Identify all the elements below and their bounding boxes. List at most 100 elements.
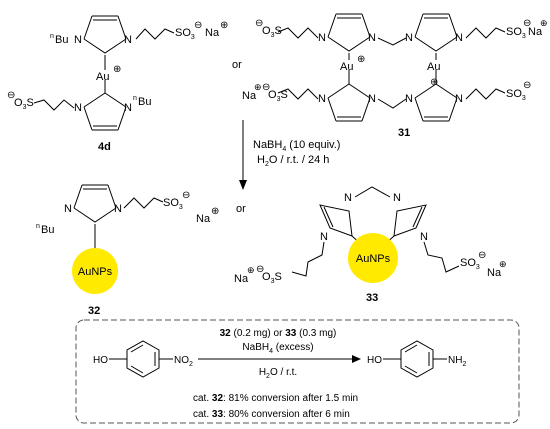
positive-charge: ⊕ xyxy=(247,265,255,275)
nbu-prefix: n xyxy=(36,223,40,230)
methylene-bridge xyxy=(354,186,391,198)
butyl-label: Bu xyxy=(138,96,151,108)
imidazole-ring xyxy=(73,184,117,223)
nbu-prefix: n xyxy=(133,95,137,102)
or-text: or xyxy=(236,203,246,215)
negative-charge: ⊖ xyxy=(7,90,15,101)
positive-charge: ⊕ xyxy=(113,64,121,75)
imidazole-ring-top xyxy=(83,15,127,54)
propyl-chain xyxy=(291,241,325,277)
propyl-chain xyxy=(135,28,175,40)
compound-31: N N N N ⊖ O3S SO3 ⊖ Na ⊕ Au Au ⊕ ⊕ N N N… xyxy=(242,13,548,139)
sodium-label: Na xyxy=(205,27,220,39)
n-atom: N xyxy=(368,32,376,44)
positive-charge: ⊕ xyxy=(357,54,365,65)
gold-atom: Au xyxy=(340,61,353,73)
methylene-bridge xyxy=(377,98,407,109)
gold-nanoparticle xyxy=(72,248,118,294)
aminophenol-structure: HO NH2 xyxy=(367,340,466,378)
n-atom: N xyxy=(320,231,328,243)
n-atom: N xyxy=(455,93,463,105)
n-atom: N xyxy=(64,203,72,215)
negative-charge: ⊖ xyxy=(194,20,202,31)
n-atom: N xyxy=(74,102,82,114)
propyl-chain xyxy=(465,27,506,39)
propyl-chain xyxy=(277,27,319,39)
compound-label-32: 32 xyxy=(88,305,100,317)
sulfonate-label: SO3 xyxy=(163,197,183,211)
n-atom: N xyxy=(368,93,376,105)
n-atom: N xyxy=(318,93,326,105)
propyl-chain xyxy=(123,197,164,209)
positive-charge: ⊕ xyxy=(220,20,228,31)
butyl-label: Bu xyxy=(41,224,54,236)
hydroxyl-label: HO xyxy=(367,355,382,366)
sulfonate-label: O3S xyxy=(262,271,282,285)
hydroxyl-label: HO xyxy=(93,355,108,366)
negative-charge: ⊖ xyxy=(523,18,531,29)
sulfonate-label: SO3 xyxy=(506,26,526,40)
reagent-line-1: NaBH4 (10 equiv.) xyxy=(253,139,340,153)
imidazole-ring xyxy=(414,13,458,52)
nanoparticle-label: AuNPs xyxy=(356,253,391,265)
sodium-label: Na xyxy=(234,273,249,285)
imidazole-ring xyxy=(327,83,371,122)
n-atom: N xyxy=(405,32,413,44)
n-atom: N xyxy=(114,203,122,215)
imidazole-ring-bottom xyxy=(83,92,127,131)
positive-charge: ⊕ xyxy=(254,82,262,92)
positive-charge: ⊕ xyxy=(211,206,219,217)
n-atom: N xyxy=(455,32,463,44)
gold-atom: Au xyxy=(96,71,109,83)
propyl-chain xyxy=(33,99,75,111)
propyl-chain xyxy=(465,88,506,100)
compound-32: N N n Bu SO3 ⊖ Na ⊕ AuNPs 32 xyxy=(36,184,219,317)
arrow-head xyxy=(352,355,361,363)
compound-label-4d: 4d xyxy=(98,141,111,153)
catalysis-box: HO NO2 32 (0.2 mg) or 33 (0.3 mg) NaBH4 … xyxy=(75,319,520,424)
sodium-label: Na xyxy=(528,26,543,38)
reductant-line: NaBH4 (excess) xyxy=(242,342,313,355)
negative-charge: ⊖ xyxy=(523,80,531,91)
compound-33: N N N N AuNPs Na ⊕ ⊖ O3S SO3 ⊖ Na ⊕ 33 xyxy=(234,186,507,304)
sulfonate-label: O3S xyxy=(14,97,34,111)
sodium-label: Na xyxy=(487,267,502,279)
methylene-bridge xyxy=(377,37,407,46)
nitro-label: NO2 xyxy=(174,355,193,368)
n-atom: N xyxy=(405,93,413,105)
nitrophenol-structure: HO NO2 xyxy=(93,340,193,378)
sulfonate-label: O3S xyxy=(262,25,282,39)
or-text: or xyxy=(232,59,242,71)
sulfonate-label: SO3 xyxy=(506,88,526,102)
nanoparticle-label: AuNPs xyxy=(78,266,113,278)
compound-4d: N N n Bu SO3 ⊖ Na ⊕ Au ⊕ N N n Bu ⊖ O3S … xyxy=(7,15,228,153)
negative-charge: ⊖ xyxy=(255,18,263,29)
n-atom: N xyxy=(124,34,132,46)
arrow-head xyxy=(239,180,247,190)
compound-label-33: 33 xyxy=(366,292,378,304)
gold-nanoparticle xyxy=(348,233,398,283)
positive-charge: ⊕ xyxy=(499,259,507,269)
n-atom: N xyxy=(420,231,428,243)
conditions-line: H2O / r.t. xyxy=(259,367,297,380)
negative-charge: ⊖ xyxy=(262,82,270,93)
sodium-label: Na xyxy=(196,213,211,225)
nbu-prefix: n xyxy=(50,33,54,40)
n-atom: N xyxy=(344,192,352,204)
gold-atom: Au xyxy=(427,61,440,73)
positive-charge: ⊕ xyxy=(430,77,438,88)
dashed-frame xyxy=(75,319,520,424)
catalyst-line: 32 (0.2 mg) or 33 (0.3 mg) xyxy=(220,328,337,339)
benzene-ring xyxy=(400,340,434,378)
result-line-32: cat. 32: 81% conversion after 1.5 min xyxy=(193,393,358,404)
n-atom: N xyxy=(124,102,132,114)
n-atom: N xyxy=(318,32,326,44)
reaction-arrow-1: NaBH4 (10 equiv.) H2O / r.t. / 24 h xyxy=(239,120,340,190)
sulfonate-label: O3S xyxy=(268,89,288,103)
sulfonate-label: SO3 xyxy=(175,27,195,41)
positive-charge: ⊕ xyxy=(540,18,548,28)
propyl-chain xyxy=(423,241,460,273)
imidazole-ring xyxy=(414,83,458,122)
amino-label: NH2 xyxy=(448,355,466,368)
